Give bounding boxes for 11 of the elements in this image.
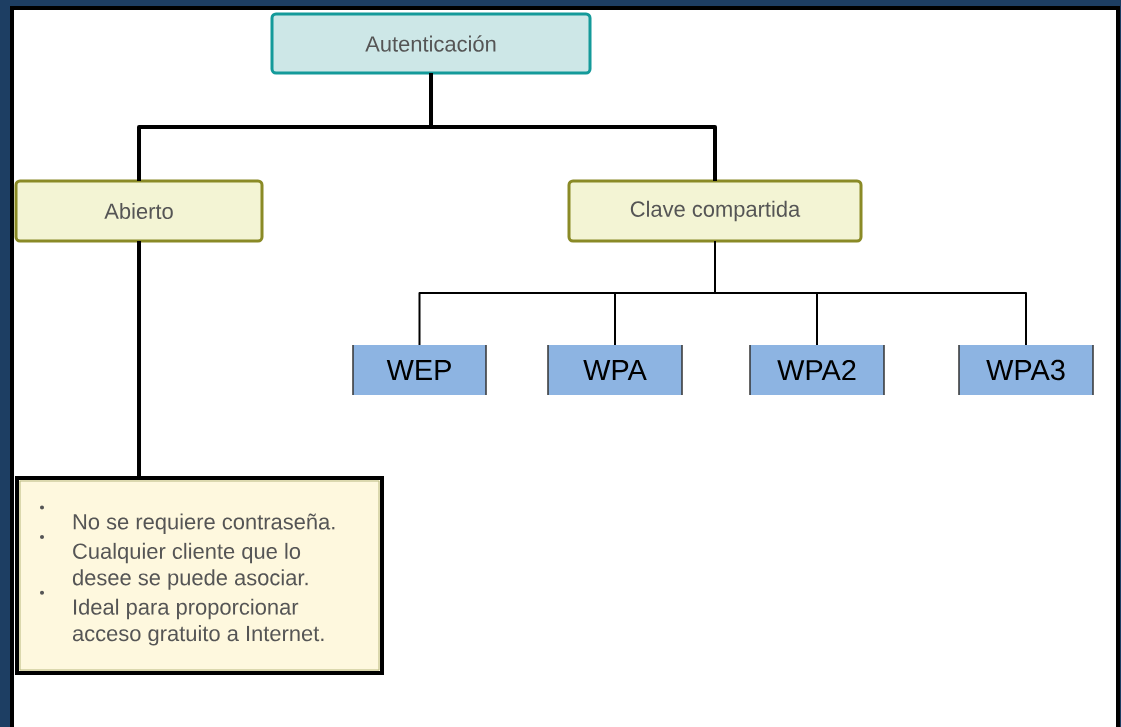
- category-box: Clave compartida: [567, 179, 863, 243]
- connector-line: [429, 73, 717, 181]
- connector-line: [137, 241, 141, 478]
- category-box: Abierto: [14, 179, 264, 243]
- protocol-box: WEP: [352, 344, 487, 396]
- protocol-box: WPA3: [958, 344, 1094, 396]
- category-box: Autenticación: [270, 12, 592, 75]
- protocol-box: WPA: [547, 344, 683, 396]
- connector-line: [714, 240, 1027, 346]
- protocol-box: WPA2: [749, 344, 885, 396]
- note-box: No se requiere contraseña. Cualquier cliente que lo desee se puede asociar. Ideal para proporcionar acceso gratuito a Internet.: [15, 476, 384, 675]
